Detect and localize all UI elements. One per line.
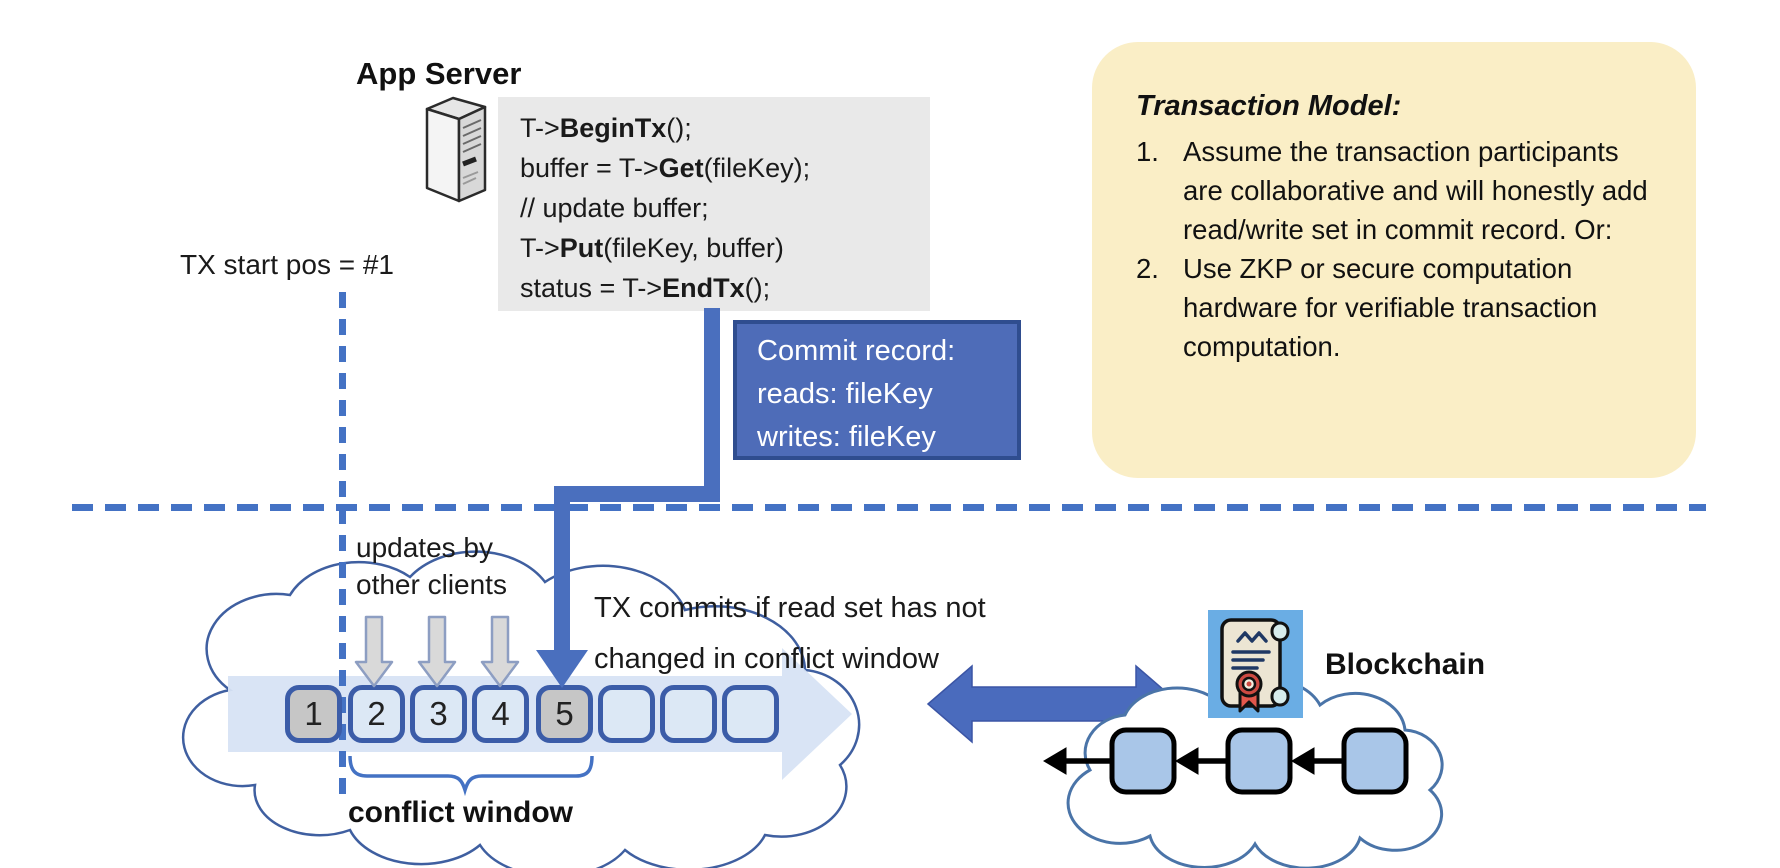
transaction-model-panel: Transaction Model: 1. Assume the transac… bbox=[1092, 42, 1696, 478]
conflict-window-label: conflict window bbox=[348, 796, 573, 829]
timeline-block: 1 bbox=[285, 685, 342, 743]
blockchain-cloud bbox=[1066, 677, 1444, 868]
commit-record-line: reads: fileKey bbox=[757, 378, 933, 410]
timeline-block bbox=[660, 685, 717, 743]
update-arrow-icon bbox=[354, 615, 520, 688]
code-line: T->BeginTx(); bbox=[520, 113, 692, 143]
timeline-block bbox=[722, 685, 779, 743]
code-line: buffer = T->Get(fileKey); bbox=[520, 153, 811, 183]
timeline-block bbox=[598, 685, 655, 743]
app-server-title: App Server bbox=[356, 56, 522, 91]
tx-start-pos-label: TX start pos = #1 bbox=[180, 249, 394, 280]
code-line: status = T->EndTx(); bbox=[520, 273, 771, 303]
server-icon bbox=[425, 96, 487, 203]
tx-commits-note: TX commits if read set has not changed i… bbox=[594, 592, 986, 675]
blockchain-label: Blockchain bbox=[1325, 648, 1486, 681]
transaction-code-block: T->BeginTx(); buffer = T->Get(fileKey); … bbox=[498, 97, 930, 311]
commit-record-line: writes: fileKey bbox=[757, 421, 936, 453]
code-line: T->Put(fileKey, buffer) bbox=[520, 233, 784, 263]
chain-link-arrow bbox=[1043, 747, 1344, 775]
chain-block bbox=[1109, 727, 1409, 795]
list-number: 1. bbox=[1136, 136, 1159, 167]
contract-icon bbox=[1208, 610, 1303, 718]
timeline-block: 3 bbox=[410, 685, 467, 743]
list-number: 2. bbox=[1136, 253, 1159, 284]
commit-record-box: Commit record: reads: fileKey writes: fi… bbox=[733, 320, 1021, 460]
transaction-model-title: Transaction Model: bbox=[1136, 90, 1402, 122]
separator-dashed-line bbox=[72, 504, 1706, 511]
updates-by-other-clients-label: updates by other clients bbox=[356, 532, 507, 600]
timeline-block: 5 bbox=[536, 685, 593, 743]
transaction-model-item: 1. Assume the transaction participants a… bbox=[1136, 132, 1656, 249]
timeline-block: 2 bbox=[348, 685, 405, 743]
transaction-model-item: 2. Use ZKP or secure computation hardwar… bbox=[1136, 249, 1656, 366]
code-line: // update buffer; bbox=[520, 193, 709, 223]
timeline-block: 4 bbox=[472, 685, 529, 743]
commit-record-line: Commit record: bbox=[757, 335, 956, 367]
conflict-window-brace bbox=[348, 755, 594, 797]
tx-start-dashed-line bbox=[339, 292, 346, 797]
